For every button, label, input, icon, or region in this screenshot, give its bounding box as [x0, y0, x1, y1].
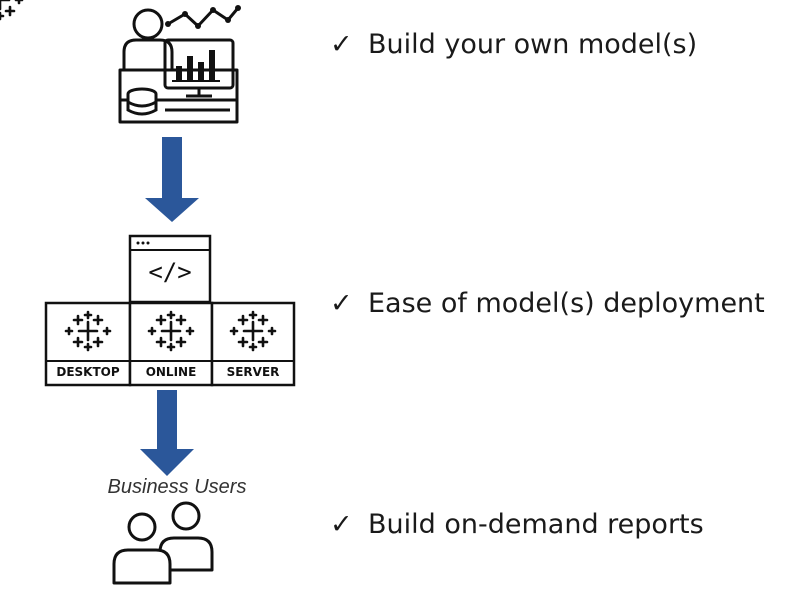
- code-glyph: </>: [148, 258, 192, 286]
- checkmark-icon: ✓: [330, 288, 353, 319]
- business-users-label: Business Users: [107, 476, 247, 498]
- benefit-deployment: ✓ Ease of model(s) deployment: [330, 288, 765, 320]
- checkmark-icon: ✓: [330, 509, 353, 540]
- tile-label-online: ONLINE: [145, 365, 197, 379]
- benefit-text: Ease of model(s) deployment: [368, 288, 765, 319]
- benefit-build-models: ✓ Build your own model(s): [330, 29, 697, 61]
- tile-label-server: SERVER: [226, 365, 280, 379]
- checkmark-icon: ✓: [330, 29, 353, 60]
- benefit-text: Build your own model(s): [368, 29, 698, 60]
- benefit-reports: ✓ Build on-demand reports: [330, 509, 704, 541]
- tile-label-desktop: DESKTOP: [56, 365, 120, 379]
- benefit-text: Build on-demand reports: [368, 509, 704, 540]
